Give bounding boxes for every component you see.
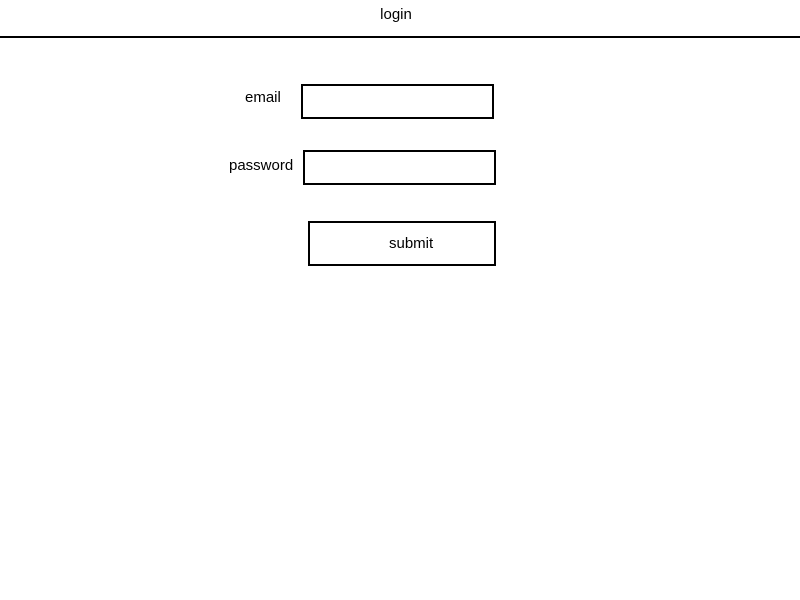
password-label: password [229,157,294,174]
email-label: email [245,89,281,106]
page-header: login [0,0,800,38]
submit-button-label: submit [389,235,434,252]
email-field[interactable] [301,84,494,119]
submit-button[interactable]: submit [308,221,496,266]
page-title: login [380,6,412,23]
password-field[interactable] [303,150,496,185]
